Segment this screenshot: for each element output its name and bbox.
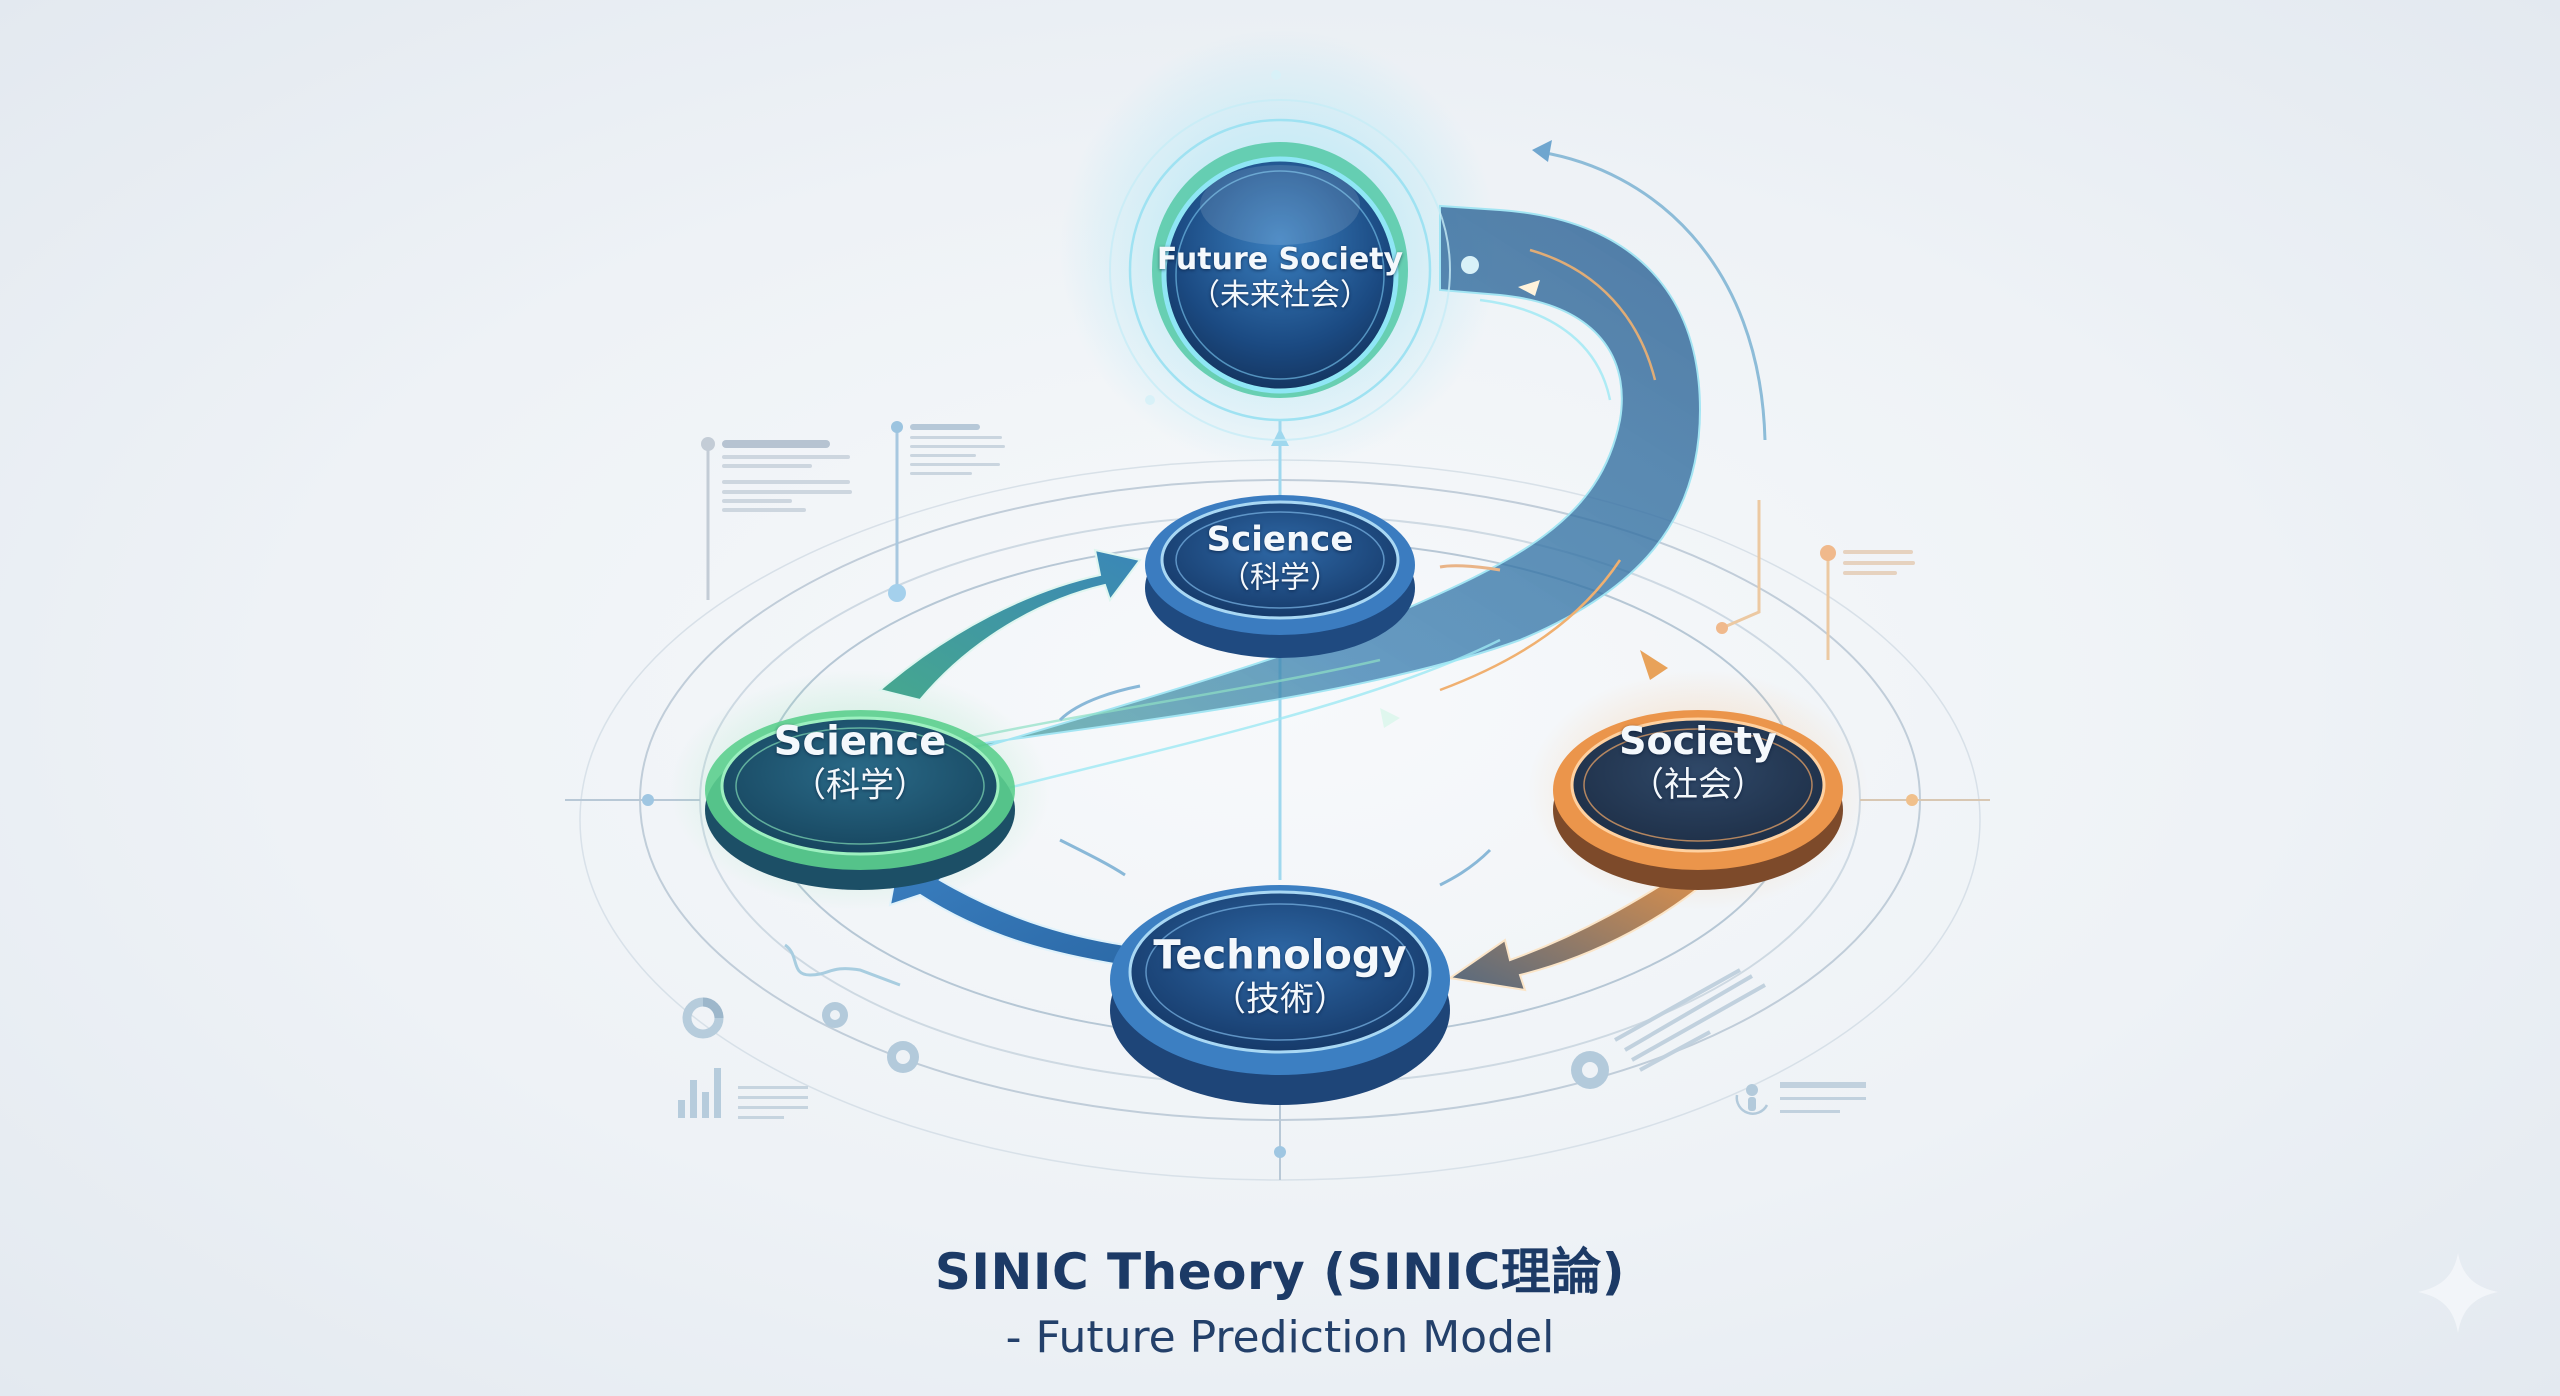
arrow-science-left-to-science-top: [877, 548, 1142, 702]
outer-return-arrowhead: [1532, 140, 1552, 162]
node-label-en: Science: [1206, 519, 1354, 560]
thin-arrow: [1059, 838, 1126, 877]
node-label-ja: （科学）: [1220, 560, 1340, 596]
node-label-en: Society: [1619, 718, 1777, 763]
ribbon-arrowhead: [1380, 708, 1400, 728]
node-label-en: Technology: [1153, 932, 1407, 979]
arrow-society-to-technology: [1447, 858, 1722, 992]
node-label-ja: （科学）: [792, 765, 928, 806]
text-lines-right: [1780, 1082, 1866, 1113]
thin-arrow: [1439, 564, 1501, 572]
donut-chart-icon: [682, 997, 724, 1039]
node-science-left-label: Science （科学）: [774, 718, 947, 807]
node-label-en: Science: [773, 718, 947, 765]
thin-arrow: [1058, 684, 1141, 722]
node-future-society[interactable]: [1109, 70, 1479, 441]
info-panel-right: [1716, 500, 1915, 660]
node-technology-label: Technology （技術）: [1153, 932, 1406, 1021]
diagram-title: SINIC Theory (SINIC理論): [934, 1243, 1626, 1301]
network-person-icon: [1735, 1084, 1769, 1115]
axis-dot-bottom: [1274, 1146, 1286, 1158]
axis-dot-left: [642, 794, 654, 806]
center-connector-arrowhead: [1271, 428, 1289, 446]
node-science-top[interactable]: [1145, 495, 1415, 658]
ribbon-flow-lines: [959, 248, 1657, 792]
axis-dot-right: [1906, 794, 1918, 806]
node-technology[interactable]: [1110, 885, 1450, 1105]
node-society-label: Society （社会）: [1619, 719, 1777, 805]
text-lines-curved: [1614, 968, 1766, 1072]
thin-arrow: [1439, 848, 1492, 887]
gear-icon: [887, 1041, 919, 1073]
spiral-ribbon: [719, 204, 1702, 832]
diagram-title-block: SINIC Theory (SINIC理論) - Future Predicti…: [935, 1232, 1625, 1363]
node-science-left[interactable]: [705, 710, 1015, 890]
node-label-ja: （未来社会）: [1189, 278, 1370, 313]
node-label-en: Future Society: [1156, 242, 1404, 277]
node-label-ja: （技術）: [1212, 979, 1348, 1020]
sparkle-icon: [2418, 1253, 2498, 1333]
node-science-top-label: Science （科学）: [1207, 520, 1354, 597]
node-society[interactable]: [1553, 710, 1843, 890]
node-future-society-label: Future Society （未来社会）: [1157, 242, 1403, 314]
gear-icon: [1571, 1051, 1609, 1089]
info-panel-left: [701, 437, 852, 600]
bar-chart-icon: [678, 1068, 808, 1119]
info-panel-left-2: [888, 421, 1005, 602]
connector-squiggle: [784, 943, 901, 987]
gear-icon: [822, 1002, 848, 1028]
node-label-ja: （社会）: [1629, 764, 1766, 805]
outer-return-arrow: [1539, 150, 1767, 441]
ribbon-arrowhead: [1518, 280, 1540, 296]
orange-arrowhead: [1640, 650, 1668, 680]
diagram-subtitle: - Future Prediction Model: [1005, 1312, 1555, 1363]
